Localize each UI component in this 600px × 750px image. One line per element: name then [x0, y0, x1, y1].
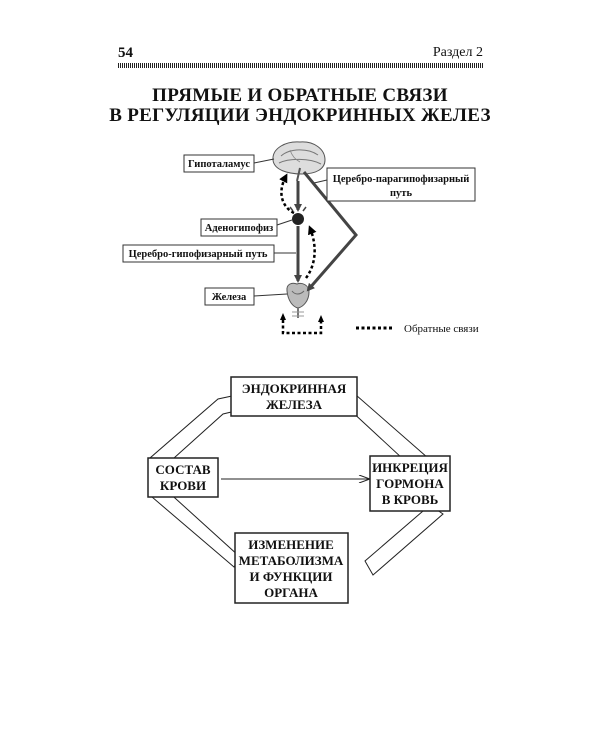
section-label: Раздел 2 [432, 45, 483, 60]
label-hypothalamus: Гипоталамус [188, 159, 250, 170]
label-box-cerebro-parapituitary [326, 167, 476, 202]
block-metabolism-change-line-4: ОРГАНА [264, 585, 318, 600]
block-endocrine-gland-line-1: ЭНДОКРИННАЯ [242, 381, 347, 396]
legend-feedback-label: Обратные связи [404, 323, 479, 335]
label-box-hypothalamus [183, 154, 255, 173]
brain-illustration [272, 141, 326, 182]
pituitary-illustration [289, 206, 307, 225]
block-hormone-secretion-line-1: ИНКРЕЦИЯ [372, 460, 448, 475]
feedback-arrow-gland-to-pituitary [304, 225, 317, 279]
label-adenohypophysis: Аденогипофиз [205, 223, 274, 234]
block-metabolism-change-line-2: МЕТАБОЛИЗМА [239, 553, 344, 568]
block-hormone-secretion-line-2: ГОРМОНА [376, 476, 444, 491]
feedback-arrow-head-left [280, 313, 286, 320]
block-hormone-secretion-line-3: В КРОВЬ [382, 492, 439, 507]
block-metabolism-change-line-1: ИЗМЕНЕНИЕ [248, 537, 334, 552]
block-endocrine-gland [230, 376, 358, 417]
label-cerebro-pituitary-path: Церебро-гипофизарный путь [129, 249, 268, 260]
header-rule [118, 63, 483, 68]
block-metabolism-change [234, 532, 349, 604]
label-box-gland [204, 287, 255, 306]
leader-gland [253, 293, 288, 297]
leader-adenohypophysis [276, 219, 293, 226]
connector-blood-to-metabolism [151, 488, 241, 568]
gland-illustration [286, 282, 310, 318]
label-cerebro-parapituitary-line-2: путь [390, 188, 412, 199]
arrow-cerebro-parapituitary-path [302, 171, 358, 292]
label-box-adenohypophysis [200, 218, 278, 237]
label-cerebro-parapituitary-line-1: Церебро-парагипофизарный [333, 174, 470, 185]
title-line-2: В РЕГУЛЯЦИИ ЭНДОКРИННЫХ ЖЕЛЕЗ [109, 105, 491, 126]
block-metabolism-change-line-3: И ФУНКЦИИ [250, 569, 333, 584]
title-line-1: ПРЯМЫЕ И ОБРАТНЫЕ СВЯЗИ [152, 85, 448, 106]
page-title: ПРЯМЫЕ И ОБРАТНЫЕ СВЯЗИ В РЕГУЛЯЦИИ ЭНДО… [0, 86, 600, 126]
leader-hypothalamus [253, 158, 275, 164]
page-number: 54 [118, 45, 133, 61]
block-blood-composition-line-2: КРОВИ [160, 478, 206, 493]
block-blood-composition [147, 457, 219, 498]
regulation-cycle-diagram: ЭНДОКРИННАЯ ЖЕЛЕЗА СОСТАВ КРОВИ ИНКРЕЦИЯ… [147, 376, 451, 604]
feedback-regulation-diagram: Гипоталамус Аденогипофиз Церебро-гипофиз… [122, 141, 479, 335]
block-endocrine-gland-line-2: ЖЕЛЕЗА [266, 397, 323, 412]
feedback-arrow-pituitary-to-hypothalamus [279, 173, 295, 215]
block-hormone-secretion [369, 455, 451, 512]
feedback-arrow-head-right [318, 315, 324, 322]
feedback-loop-bottom [281, 320, 323, 335]
connector-secretion-to-metabolism [364, 504, 444, 576]
block-blood-composition-line-1: СОСТАВ [155, 462, 210, 477]
label-gland: Железа [212, 292, 247, 303]
leader-cerebro-parapituitary [313, 179, 328, 184]
